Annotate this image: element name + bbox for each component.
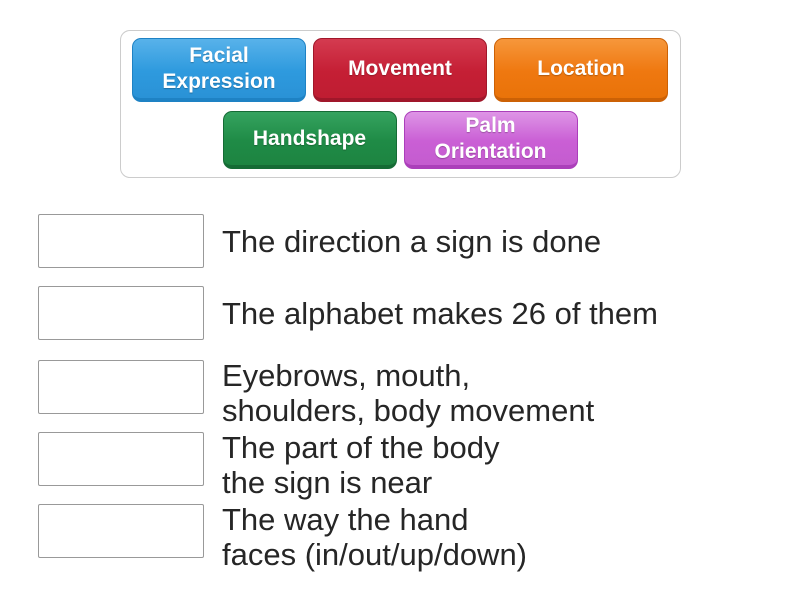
clue-text-2: The alphabet makes 26 of them [222,295,658,331]
clue-text-3: Eyebrows, mouth, shoulders, body movemen… [222,358,595,428]
answer-slot-5[interactable] [38,504,204,558]
word-bank: Facial Expression Movement Location Hand… [119,30,681,178]
match-row-2: The alphabet makes 26 of them [38,286,800,340]
tile-location[interactable]: Location [494,38,668,102]
clue-text-1: The direction a sign is done [222,223,602,259]
answer-slot-3[interactable] [38,360,204,414]
answer-slot-4[interactable] [38,432,204,486]
tile-movement[interactable]: Movement [313,38,487,102]
word-bank-row-1: Facial Expression Movement Location [121,38,680,102]
tile-facial-expression[interactable]: Facial Expression [132,38,306,102]
match-list: The direction a sign is done The alphabe… [38,214,800,572]
word-bank-row-2: Handshape Palm Orientation [121,111,680,169]
tile-palm-orientation[interactable]: Palm Orientation [403,111,578,169]
clue-text-5: The way the hand faces (in/out/up/down) [222,502,528,572]
match-row-5: The way the hand faces (in/out/up/down) [38,502,800,572]
answer-slot-2[interactable] [38,286,204,340]
clue-text-4: The part of the body the sign is near [222,430,500,500]
match-row-1: The direction a sign is done [38,214,800,268]
match-row-4: The part of the body the sign is near [38,430,800,500]
match-row-3: Eyebrows, mouth, shoulders, body movemen… [38,358,800,428]
tile-handshape[interactable]: Handshape [222,111,397,169]
answer-slot-1[interactable] [38,214,204,268]
